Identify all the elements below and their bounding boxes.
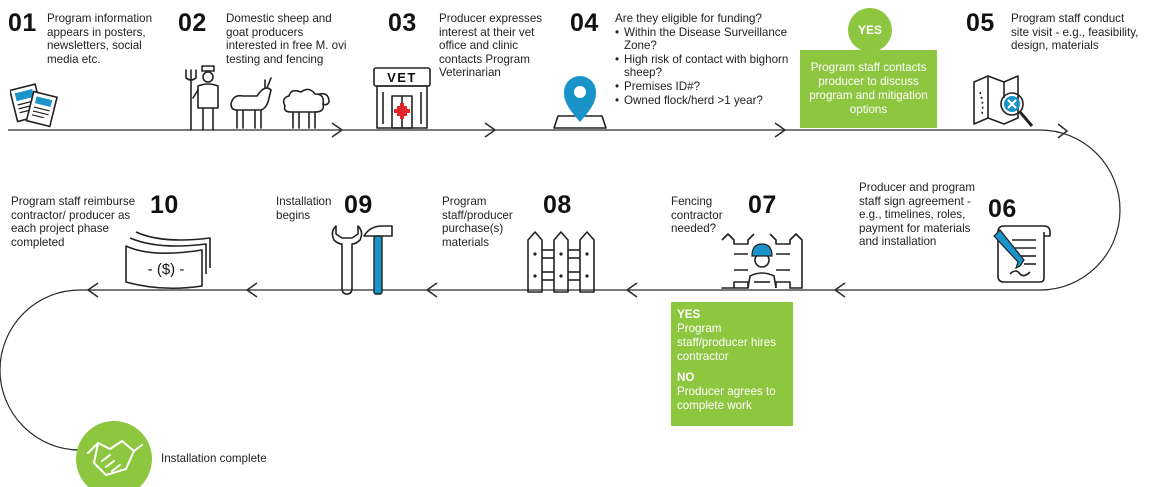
checklist-item: Owned flock/herd >1 year?: [615, 94, 795, 108]
chevron-left-icon: [833, 282, 846, 298]
yes-outcome-text: Program staff contacts producer to discu…: [809, 61, 928, 116]
step-description: Domestic sheep and goat producers intere…: [226, 12, 347, 66]
installation-complete-label: Installation complete: [161, 452, 267, 465]
map-pin-icon: [552, 72, 608, 132]
step-number: 09: [344, 191, 373, 219]
step-number: 08: [543, 191, 572, 219]
newspaper-icon: [10, 80, 60, 130]
chevron-left-icon: [425, 282, 438, 298]
map-magnifier-icon: [972, 74, 1038, 140]
checklist-item: High risk of contact with bighorn sheep?: [615, 53, 795, 80]
contractor-decision-box: YES Program staff/producer hires contrac…: [671, 302, 793, 426]
step-description: Fencing contractor needed?: [671, 195, 723, 236]
money-bill-text: - ($) -: [148, 261, 185, 278]
step-number: 05: [966, 9, 995, 37]
wrench-hammer-icon: [330, 222, 396, 296]
yes-outcome-text: Program staff/producer hires contractor: [677, 322, 777, 363]
chevron-right-icon: [1057, 123, 1069, 139]
yes-badge: YES: [848, 8, 892, 52]
yes-outcome-box: Program staff contacts producer to discu…: [800, 50, 937, 128]
chevron-left-icon: [245, 282, 258, 298]
step-description: Installation begins: [276, 195, 332, 222]
handshake-icon: [76, 421, 152, 487]
step-description: Program information appears in posters, …: [47, 12, 153, 66]
step-number: 06: [988, 195, 1017, 223]
contract-signing-icon: [990, 222, 1054, 284]
chevron-right-icon: [484, 122, 497, 138]
step-number: 03: [388, 9, 417, 37]
step-description: Are they eligible for funding?: [615, 12, 762, 25]
checklist-item: Premises ID#?: [615, 80, 795, 94]
yes-label: YES: [677, 308, 701, 321]
step-number: 01: [8, 9, 37, 37]
farmer-sheep-goat-icon: [185, 64, 335, 132]
step-description: Producer expresses interest at their vet…: [439, 12, 543, 80]
eligibility-checklist: Are they eligible for funding? Within th…: [615, 12, 795, 107]
step-description: Program staff conduct site visit - e.g.,…: [1011, 12, 1139, 53]
step-number: 07: [748, 191, 777, 219]
step-description: Program staff reimburse contractor/ prod…: [11, 195, 136, 249]
step-number: 02: [178, 9, 207, 37]
step-description: Producer and program staff sign agreemen…: [859, 181, 975, 249]
no-label: NO: [677, 371, 695, 384]
chevron-right-icon: [774, 122, 787, 138]
flow-path: [0, 129, 1121, 451]
step-description: Program staff/producer purchase(s) mater…: [442, 195, 513, 249]
fence-worker-icon: [714, 226, 810, 290]
chevron-left-icon: [86, 282, 99, 298]
no-outcome-text: Producer agrees to complete work: [677, 385, 776, 412]
checklist-item: Within the Disease Surveillance Zone?: [615, 26, 795, 53]
step-number: 04: [570, 9, 599, 37]
chevron-right-icon: [331, 122, 344, 138]
fence-icon: [525, 228, 597, 294]
chevron-left-icon: [625, 282, 638, 298]
vet-clinic-icon: VET: [371, 66, 433, 130]
step-number: 10: [150, 191, 179, 219]
money-bill-icon: - ($) -: [122, 230, 214, 292]
vet-sign-text: VET: [387, 70, 417, 85]
